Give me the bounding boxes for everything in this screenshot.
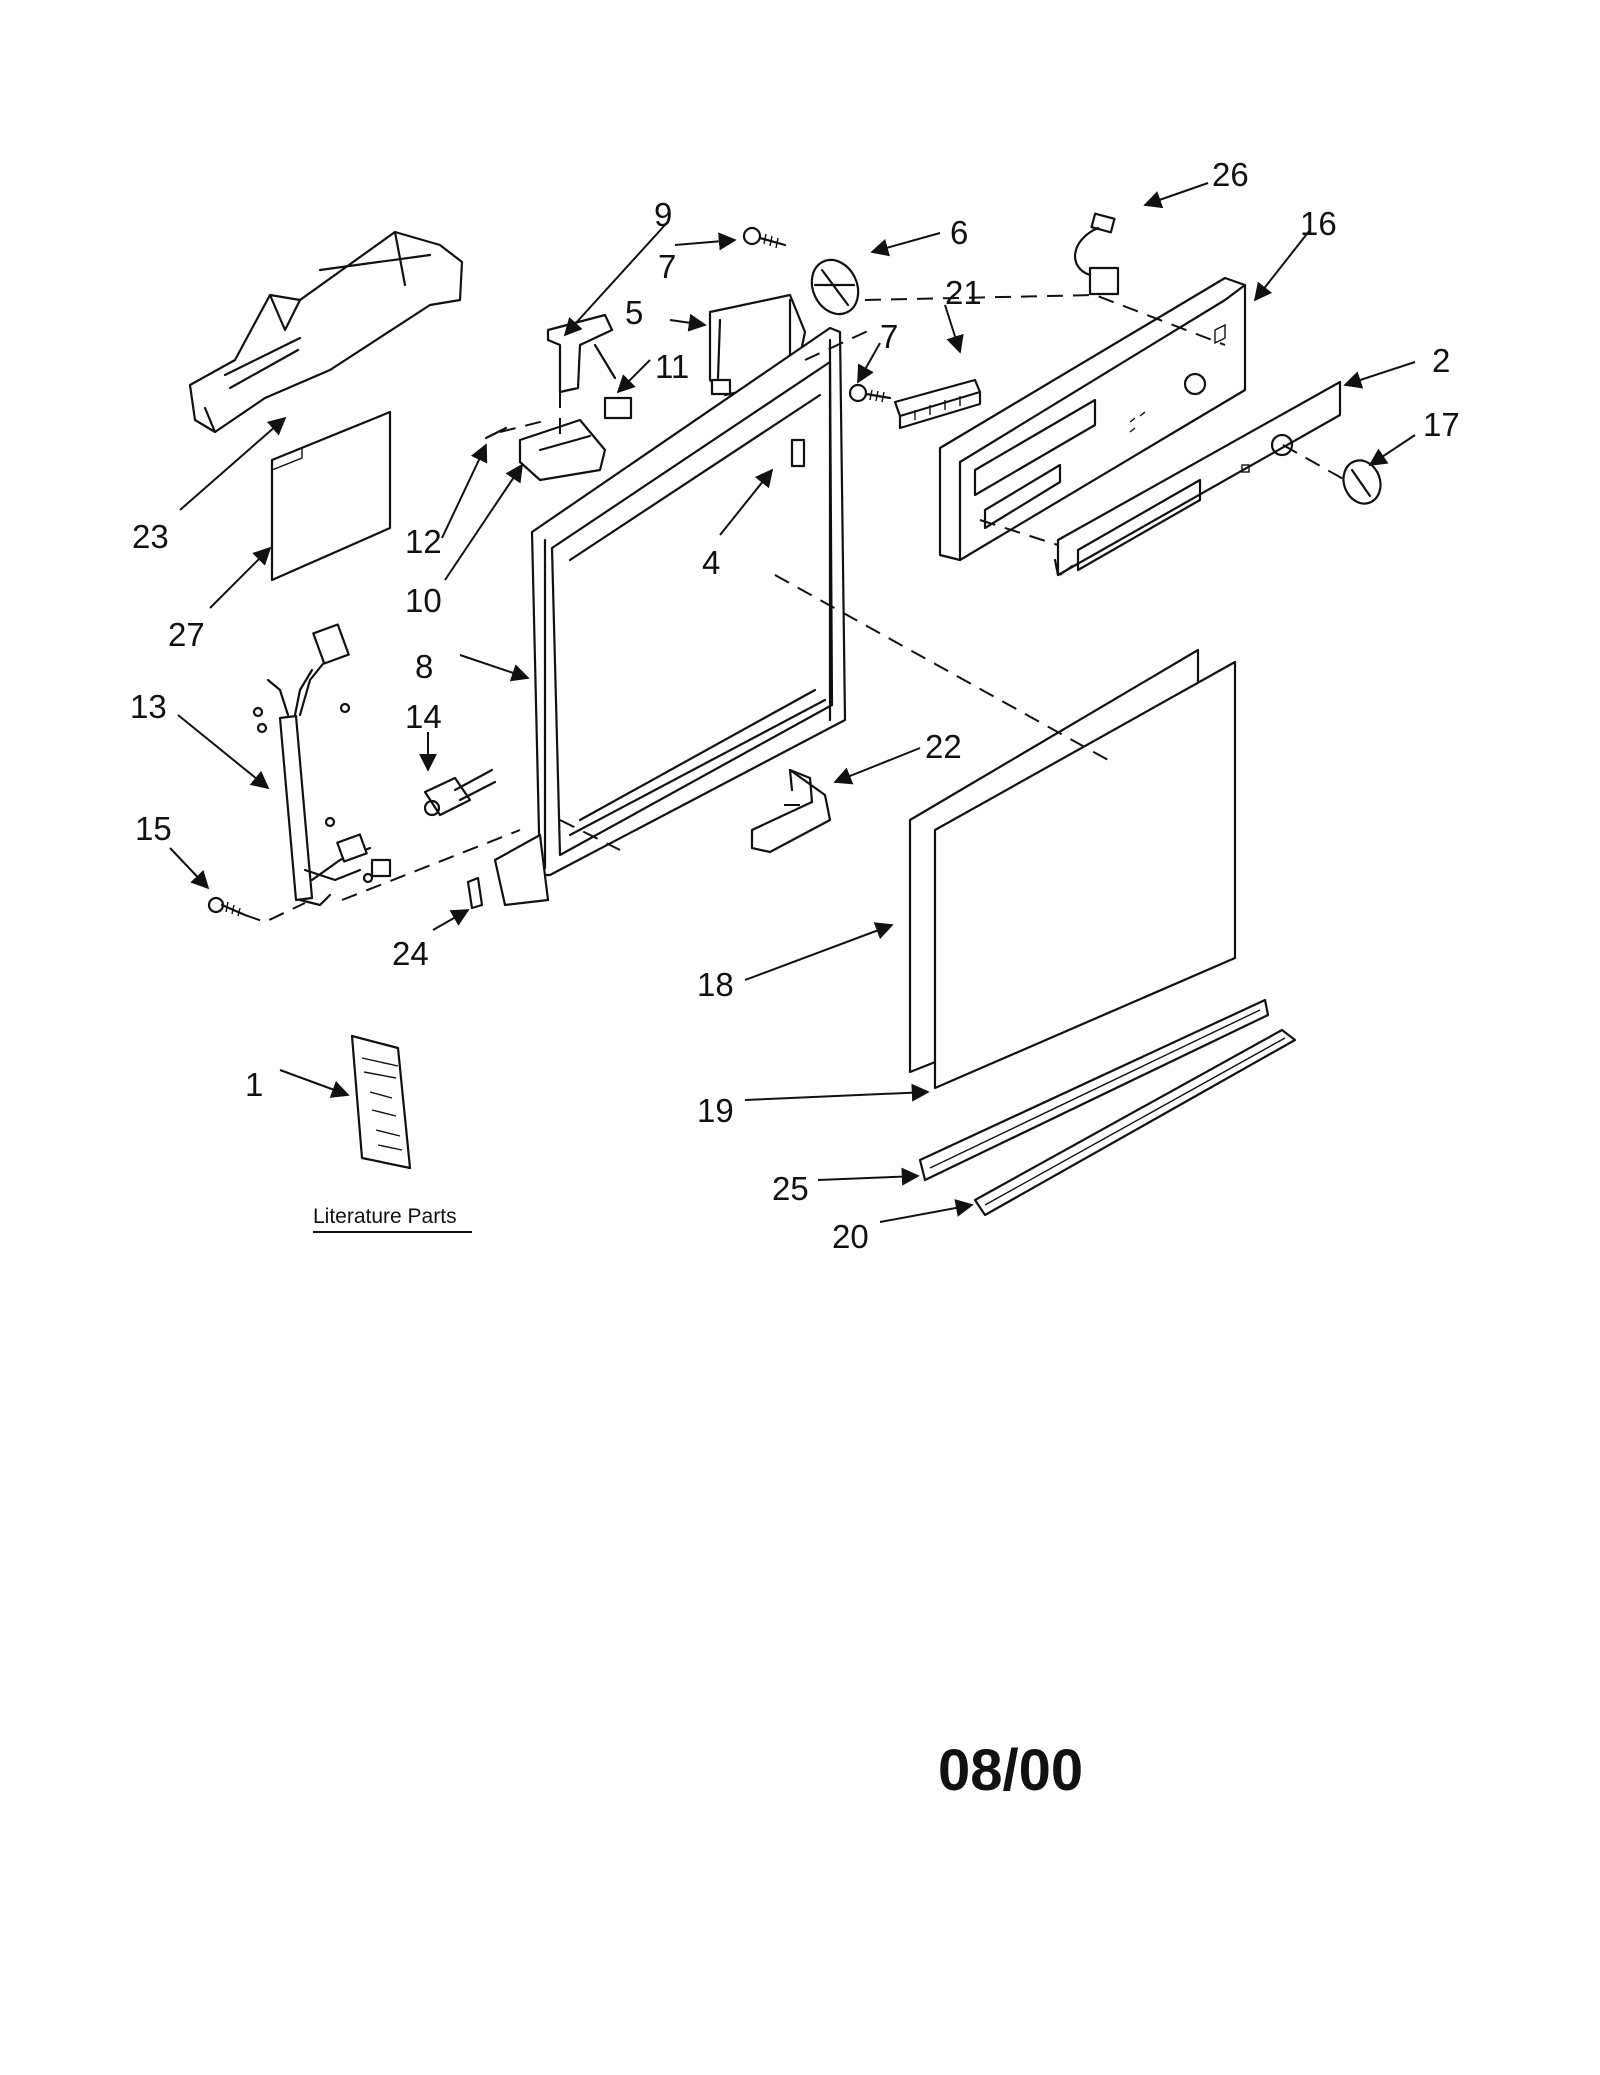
callout-labels: 26 16 2 17 21 6 7 9 5 11 7 12 23 27 10 4… — [130, 156, 1460, 1255]
callout-13: 13 — [130, 688, 167, 725]
callout-2: 2 — [1432, 342, 1450, 379]
literature-caption: Literature Parts — [313, 1205, 457, 1228]
callout-22: 22 — [925, 728, 962, 765]
part-10-strike — [518, 418, 607, 482]
callout-8: 8 — [415, 648, 433, 685]
callout-16: 16 — [1300, 205, 1337, 242]
callout-4: 4 — [702, 544, 720, 581]
callout-20: 20 — [832, 1218, 869, 1255]
callout-18: 18 — [697, 966, 734, 1003]
callout-17: 17 — [1423, 406, 1460, 443]
part-1-literature — [350, 1034, 412, 1170]
callout-11: 11 — [655, 348, 689, 385]
part-15-screw — [207, 896, 247, 917]
part-21-switch-block — [893, 378, 982, 430]
part-20-trim — [973, 1028, 1297, 1217]
part-11-switch — [603, 396, 633, 420]
callout-26: 26 — [1212, 156, 1249, 193]
assembly-lines — [244, 293, 1346, 924]
callout-1: 1 — [245, 1066, 263, 1103]
part-7-screw-upper — [742, 226, 787, 249]
callout-19: 19 — [697, 1092, 734, 1129]
callout-10: 10 — [405, 582, 442, 619]
callout-21: 21 — [945, 274, 982, 311]
callout-7-upper: 7 — [658, 248, 676, 285]
callout-25: 25 — [772, 1170, 809, 1207]
callout-24: 24 — [392, 935, 429, 972]
part-25-trim — [918, 998, 1270, 1182]
part-26-wire — [1074, 212, 1120, 296]
callout-12: 12 — [405, 523, 442, 560]
part-22-bracket — [750, 768, 832, 854]
callout-9: 9 — [654, 196, 672, 233]
callout-27: 27 — [168, 616, 205, 653]
callout-23: 23 — [132, 518, 169, 555]
part-9-latch — [546, 313, 617, 394]
callout-15: 15 — [135, 810, 172, 847]
part-6-dial — [810, 258, 860, 316]
part-14-connector — [423, 768, 497, 817]
callout-5: 5 — [625, 294, 643, 331]
part-12-clip — [484, 426, 508, 440]
callout-6: 6 — [950, 214, 968, 251]
part-23-housing — [188, 230, 464, 434]
part-16-control-panel — [938, 276, 1247, 562]
part-24-clip — [466, 876, 484, 910]
part-13-wire-harness — [252, 623, 392, 907]
callout-14: 14 — [405, 698, 442, 735]
part-7-screw-lower — [848, 383, 892, 403]
part-19-inner-panel — [933, 660, 1237, 1090]
revision-date: 08/00 — [938, 1738, 1083, 1803]
part-2-overlay — [1053, 380, 1342, 577]
part-27-insulation — [270, 410, 392, 582]
leader-lines — [169, 182, 1416, 1223]
part-17-knob — [1342, 459, 1382, 505]
callout-7-lower: 7 — [880, 318, 898, 355]
